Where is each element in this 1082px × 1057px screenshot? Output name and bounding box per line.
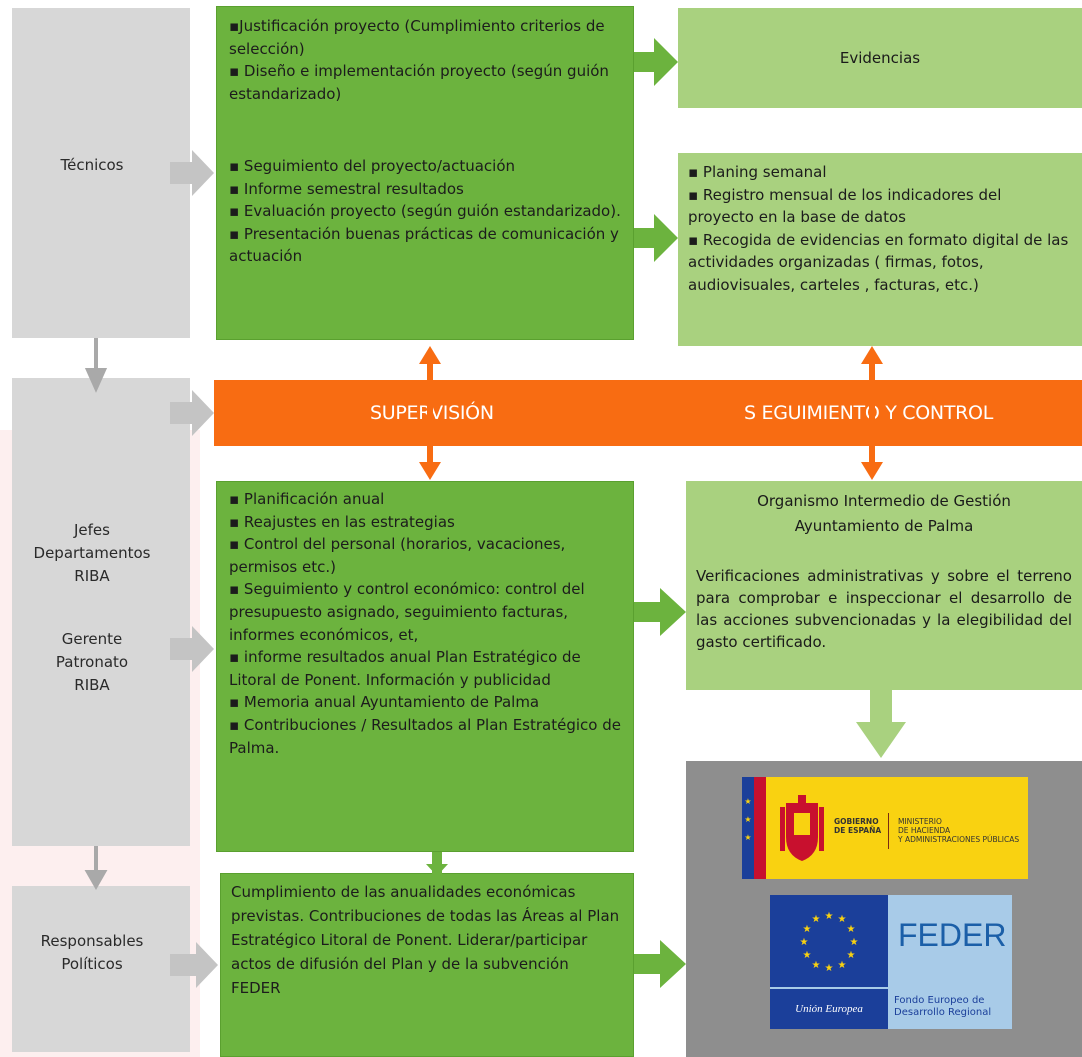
- role-label-jefes: Jefes Departamentos RIBA: [33, 521, 151, 585]
- evidencias-box: Evidencias: [678, 8, 1082, 108]
- feder-eu-logo: ★ ★ ★ ★ ★ ★ ★ ★ ★ ★ ★ ★ FEDER Unión Euro…: [770, 895, 1012, 1029]
- seguimiento-control-label: S EGUIMIENTO Y CONTROL: [744, 402, 993, 424]
- svg-text:★: ★: [847, 950, 856, 961]
- union-europea-band: Unión Europea: [770, 989, 888, 1029]
- arrow-supervision-down: [419, 462, 441, 480]
- ministerio-text: MINISTERIO DE HACIENDA Y ADMINISTRACIONE…: [898, 817, 1020, 844]
- organismo-title: Organismo Intermedio de Gestión Ayuntami…: [757, 492, 1011, 535]
- role-box-responsables: Responsables Políticos: [12, 886, 190, 1052]
- arrow-tecnicos-to-tasks: [170, 150, 214, 196]
- spain-coat-of-arms-icon: [780, 793, 824, 863]
- connector-middle-to-bottom: [432, 852, 442, 874]
- eu-flag: ★ ★ ★ ★ ★ ★ ★ ★ ★ ★ ★ ★: [770, 895, 888, 987]
- role-box-tecnicos: Técnicos: [12, 8, 190, 338]
- svg-text:★: ★: [812, 960, 821, 971]
- arrow-supervision-up: [419, 346, 441, 364]
- arrow-organismo-to-logos: [856, 690, 906, 758]
- arrow-to-logos: [634, 940, 686, 988]
- role-label-gerente: Gerente Patronato RIBA: [55, 630, 129, 694]
- gobierno-espana-logo: ★★★ GOBIERNO DE ESPAÑA MINISTERIO DE HAC…: [742, 777, 1028, 879]
- svg-text:★: ★: [825, 963, 834, 974]
- supervision-bar: SUPERVISIÓN S EGUIMIENTO Y CONTROL: [214, 380, 1082, 446]
- arrow-to-planning: [634, 214, 678, 262]
- fondo-europeo-label: Fondo Europeo de Desarrollo Regional: [894, 995, 992, 1018]
- arrow-responsables-to-tasks: [170, 942, 218, 988]
- organismo-body: Verificaciones administrativas y sobre e…: [696, 567, 1072, 651]
- svg-text:★: ★: [803, 950, 812, 961]
- gobierno-text: GOBIERNO DE ESPAÑA: [834, 817, 882, 835]
- feder-label: FEDER: [898, 917, 1007, 953]
- eu-stars-stripe: ★★★: [742, 777, 754, 879]
- svg-text:★: ★: [850, 937, 859, 948]
- union-europea-label: Unión Europea: [795, 1003, 863, 1015]
- arrow-seguimiento-up: [861, 346, 883, 364]
- arrow-to-evidencias: [634, 38, 678, 86]
- svg-text:★: ★: [800, 937, 809, 948]
- arrow-gerente-to-tasks: [170, 626, 214, 672]
- svg-text:★: ★: [803, 924, 812, 935]
- svg-text:★: ★: [847, 924, 856, 935]
- svg-text:★: ★: [812, 914, 821, 925]
- arrow-to-organismo: [634, 588, 686, 636]
- responsables-tasks-text: Cumplimiento de las anualidades económic…: [231, 883, 620, 997]
- planning-box: ▪ Planing semanal ▪ Registro mensual de …: [678, 153, 1082, 346]
- svg-text:★: ★: [825, 911, 834, 922]
- tecnicos-tasks-group1: ▪Justificación proyecto (Cumplimiento cr…: [229, 17, 609, 103]
- tecnicos-tasks-group2: ▪ Seguimiento del proyecto/actuación ▪ I…: [229, 157, 621, 266]
- eu-stars-icon: ★ ★ ★ ★ ★ ★ ★ ★ ★ ★ ★ ★: [800, 911, 859, 974]
- jefes-tasks-box: ▪ Planificación anual ▪ Reajustes en las…: [216, 481, 634, 852]
- responsables-tasks-box: Cumplimiento de las anualidades económic…: [220, 873, 634, 1057]
- evidencias-label: Evidencias: [839, 49, 921, 67]
- role-label-tecnicos: Técnicos: [60, 156, 124, 174]
- role-label-responsables: Responsables Políticos: [40, 932, 144, 973]
- svg-text:★: ★: [838, 914, 847, 925]
- jefes-tasks-list: ▪ Planificación anual ▪ Reajustes en las…: [229, 490, 621, 757]
- logos-panel: ★★★ GOBIERNO DE ESPAÑA MINISTERIO DE HAC…: [686, 761, 1082, 1057]
- arrow-seguimiento-down: [861, 462, 883, 480]
- tecnicos-tasks-box: ▪Justificación proyecto (Cumplimiento cr…: [216, 6, 634, 340]
- svg-text:★: ★: [838, 960, 847, 971]
- arrow-jefes-to-supervision: [170, 390, 214, 436]
- logo-divider: [888, 813, 889, 849]
- organismo-box: Organismo Intermedio de Gestión Ayuntami…: [686, 481, 1082, 690]
- role-box-jefes: Jefes Departamentos RIBA Gerente Patrona…: [12, 378, 190, 846]
- planning-list: ▪ Planing semanal ▪ Registro mensual de …: [688, 163, 1069, 294]
